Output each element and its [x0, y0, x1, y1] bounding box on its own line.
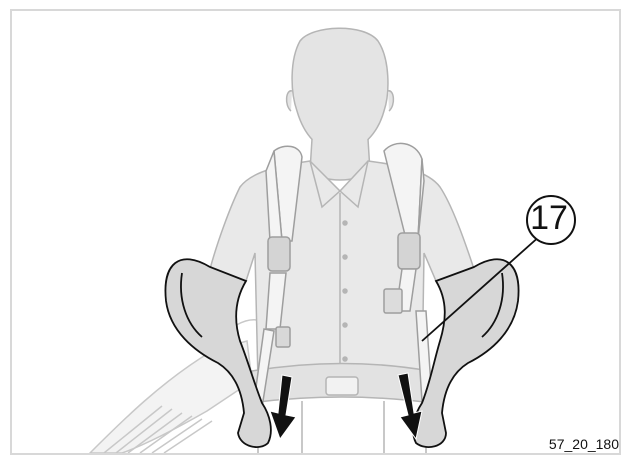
callout-number: 17: [521, 196, 577, 240]
figure-reference-code: 57_20_180: [549, 436, 619, 452]
operator-shirt: [210, 161, 474, 390]
